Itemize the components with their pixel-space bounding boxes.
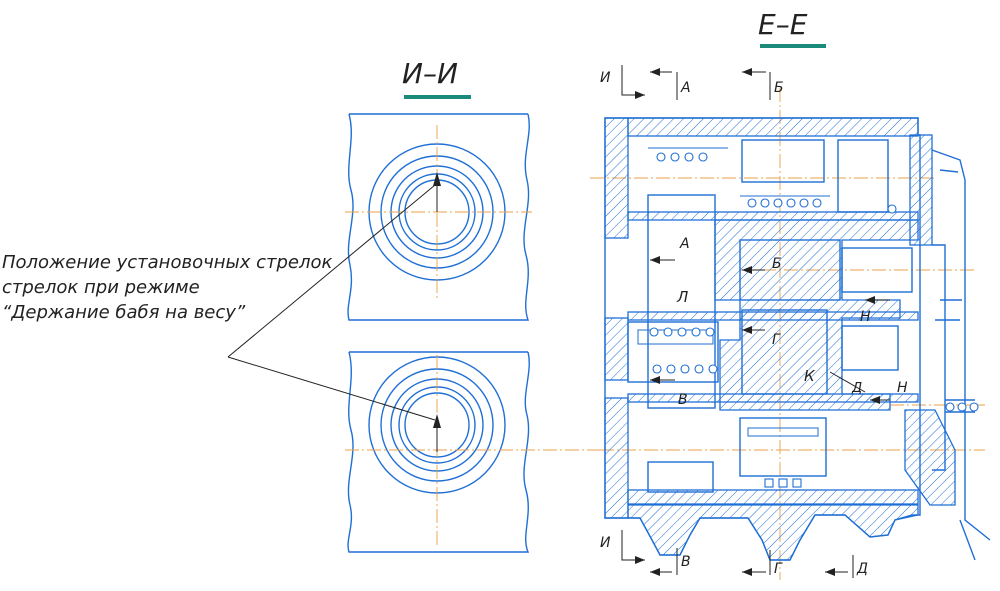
cut-mark-i-top: И: [600, 70, 611, 86]
zone-g: Г: [772, 332, 781, 348]
zone-d: Д: [851, 381, 862, 396]
callout-line-2: стрелок при режиме: [2, 277, 200, 298]
callout-note: Положение установочных стрелок стрелок п…: [2, 184, 436, 421]
section-ii-lower: [345, 351, 600, 553]
cut-mark-i-bottom: И: [600, 535, 611, 551]
cut-marks-bottom: [621, 530, 854, 578]
cut-mark-g-bottom: Г: [774, 561, 783, 577]
callout-line-3: “Держание бабя на весу”: [2, 302, 246, 323]
leader-line-lower: [227, 356, 436, 421]
cut-mark-b-top: Б: [774, 80, 784, 96]
zone-l: Л: [676, 288, 688, 306]
zone-n-bottom: Н: [897, 380, 908, 396]
callout-line-1: Положение установочных стрелок: [2, 252, 332, 273]
view-title-ii: И–И: [402, 57, 458, 90]
leader-line-upper: [227, 184, 436, 358]
zone-k: К: [804, 367, 816, 385]
zone-b: Б: [772, 256, 782, 272]
cut-mark-d-bottom: Д: [856, 561, 868, 577]
top-wall: [627, 117, 919, 137]
cut-marks-top: [621, 65, 771, 100]
cut-mark-a-top: А: [680, 80, 691, 96]
cut-mark-v-bottom: В: [681, 554, 691, 570]
view-title-ee: Е–Е: [758, 8, 808, 41]
section-ee-assembly: [590, 88, 991, 580]
zone-a: А: [679, 236, 690, 252]
zone-v: В: [678, 392, 688, 408]
section-ii-upper: [345, 113, 532, 321]
zone-n-top: Н: [860, 309, 871, 325]
